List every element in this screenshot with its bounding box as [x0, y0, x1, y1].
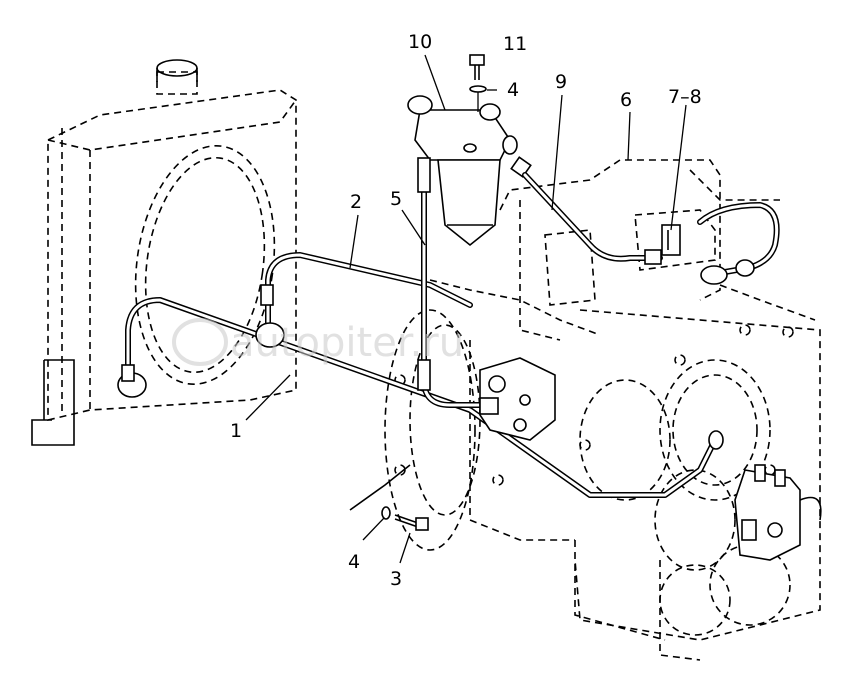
callout-4-upper: 4 — [507, 79, 519, 101]
pipe-1 — [117, 297, 724, 498]
callout-6: 6 — [620, 89, 632, 111]
mounting-bolt-3 — [349, 464, 429, 531]
pipe-5 — [417, 157, 483, 408]
callout-4-lower: 4 — [348, 551, 360, 573]
pipe-9 — [522, 172, 663, 265]
callout-labels: 1 2 3 4 4 5 6 7–8 9 10 11 — [230, 31, 702, 590]
right-control-valve — [734, 464, 822, 561]
callout-11: 11 — [503, 33, 527, 55]
callout-7-8: 7–8 — [668, 86, 702, 108]
upper-right-loop-pipe — [661, 202, 780, 285]
watermark: autopiter.ru — [172, 318, 464, 366]
callout-2: 2 — [350, 191, 362, 213]
callout-9: 9 — [555, 71, 567, 93]
leader-lines — [245, 54, 687, 564]
pipe-2 — [255, 252, 473, 348]
radiator — [31, 59, 297, 446]
transmission-housing — [384, 159, 821, 661]
center-valve-block — [479, 357, 556, 441]
filter-assembly — [407, 54, 532, 247]
callout-10: 10 — [408, 31, 432, 53]
watermark-text: autopiter.ru — [230, 320, 464, 366]
callout-5: 5 — [390, 188, 402, 210]
callout-1: 1 — [230, 420, 242, 442]
callout-3: 3 — [390, 568, 402, 590]
